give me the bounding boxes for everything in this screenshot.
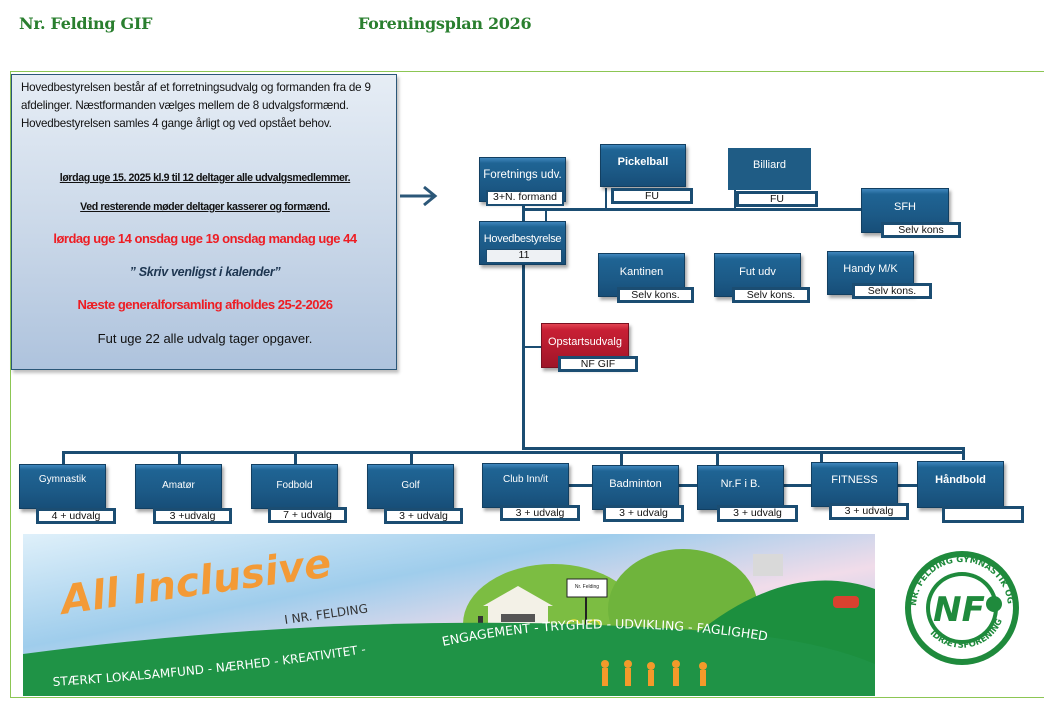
- unit-pickelball[interactable]: Pickelball: [600, 144, 686, 187]
- department-label: Golf: [401, 480, 420, 491]
- unit-tag: 3+N. formand: [486, 190, 564, 206]
- unit-label: Hovedbestyrelse: [483, 233, 562, 245]
- info-line-rest: Ved resterende møder deltager kasserer o…: [80, 201, 330, 213]
- unit-tag: Selv kons.: [852, 283, 932, 299]
- department-fodbold[interactable]: Fodbold: [251, 464, 338, 509]
- unit-label: Opstartsudvalg: [548, 336, 622, 348]
- department-label: Club Inn/it: [502, 474, 549, 485]
- connector-billiard: [734, 188, 736, 210]
- connector-handbold: [962, 447, 965, 460]
- connector-badminton: [620, 451, 623, 465]
- info-paragraph: Hovedbestyrelsen består af et forretning…: [21, 81, 371, 130]
- connector-gymnastik: [62, 451, 65, 465]
- info-line-members: lørdag uge 15. 2025 kl.9 til 12 deltager…: [59, 172, 351, 184]
- department-tag: 3 + udvalg: [603, 505, 684, 522]
- arrow-right-icon: [400, 185, 438, 207]
- department-tag: 3 + udvalg: [717, 505, 798, 522]
- unit-tag: Selv kons.: [732, 287, 810, 303]
- department-tag: 3 + udvalg: [829, 503, 909, 520]
- department-golf[interactable]: Golf: [367, 464, 454, 509]
- unit-label: SFH: [894, 201, 916, 213]
- connector-golf: [410, 451, 413, 465]
- info-line-dates: lørdag uge 14 onsdag uge 19 onsdag manda…: [53, 231, 357, 246]
- department-label: Nr.F i B.: [720, 478, 761, 490]
- connector-pickelball: [605, 188, 607, 210]
- department-club-innit[interactable]: Club Inn/it: [482, 463, 569, 508]
- unit-label: Kantinen: [619, 266, 664, 278]
- department-tag: 3 + udvalg: [384, 508, 463, 524]
- connector-top-horizontal: [522, 208, 866, 211]
- church-icon: [753, 554, 783, 576]
- department-label: Badminton: [609, 478, 662, 490]
- department-handbold[interactable]: Håndbold: [917, 461, 1004, 508]
- department-tag: 7 + udvalg: [268, 507, 347, 523]
- info-box: Hovedbestyrelsen består af et forretning…: [11, 74, 397, 370]
- unit-tag: Selv kons.: [617, 287, 694, 303]
- info-line-calendar: ” Skriv venligst i kalender”: [129, 265, 281, 279]
- department-fitness[interactable]: FITNESS: [811, 462, 898, 507]
- unit-tag: FU: [736, 191, 818, 207]
- department-tag: [942, 506, 1024, 523]
- department-label: Håndbold: [935, 474, 986, 486]
- unit-tag: FU: [611, 188, 693, 204]
- connector-nrfib: [716, 451, 719, 465]
- all-inclusive-banner: Nr. Felding STÆRKT LOKALSAMFUND - NÆRHED…: [23, 534, 875, 696]
- connector-amator: [178, 451, 181, 465]
- banner-illustration: Nr. Felding STÆRKT LOKALSAMFUND - NÆRHED…: [23, 534, 875, 696]
- plan-title: Foreningsplan 2026: [358, 14, 532, 33]
- club-name: Nr. Felding GIF: [19, 14, 153, 33]
- club-logo: NR. FELDING GYMNASTIK OG IDRÆTSFORENING …: [902, 548, 1022, 668]
- town-sign-text: Nr. Felding: [575, 584, 599, 590]
- department-tag: 3 +udvalg: [153, 508, 232, 524]
- unit-label: Handy M/K: [843, 263, 898, 275]
- children-figures-icon: [601, 660, 707, 686]
- info-line-general: Næste generalforsamling afholdes 25-2-20…: [77, 297, 334, 312]
- frame-line-bottom: [10, 697, 1044, 698]
- info-line-fut: Fut uge 22 alle udvalg tager opgaver.: [97, 331, 313, 346]
- department-label: Amatør: [162, 480, 195, 491]
- unit-tag: Selv kons: [881, 222, 961, 238]
- svg-text:NF: NF: [933, 590, 985, 630]
- club-seal-icon: NR. FELDING GYMNASTIK OG IDRÆTSFORENING …: [905, 551, 1019, 665]
- frame-line-left: [10, 71, 11, 698]
- unit-label: Billiard: [752, 159, 786, 171]
- connector-board: [545, 208, 547, 222]
- unit-label: Foretnings udv.: [483, 169, 562, 181]
- department-amator[interactable]: Amatør: [135, 464, 222, 509]
- department-gymnastik[interactable]: Gymnastik: [19, 464, 106, 509]
- unit-label: Fut udv: [739, 266, 776, 278]
- department-badminton[interactable]: Badminton: [592, 465, 679, 510]
- connector-fodbold: [294, 451, 297, 465]
- unit-tag: 11: [486, 249, 562, 263]
- car-icon: [833, 596, 859, 608]
- connector-fitness: [820, 451, 823, 463]
- connector-startup: [525, 346, 543, 348]
- unit-tag: NF GIF: [558, 356, 638, 372]
- department-label: Gymnastik: [38, 474, 87, 485]
- department-nrfib[interactable]: Nr.F i B.: [697, 465, 784, 510]
- connector-main-vertical: [522, 205, 525, 449]
- frame-line-top: [10, 71, 1044, 72]
- department-label: FITNESS: [831, 474, 878, 486]
- department-tag: 3 + udvalg: [500, 505, 580, 521]
- unit-label: Pickelball: [617, 156, 669, 168]
- department-label: Fodbold: [276, 480, 313, 491]
- department-tag: 4 + udvalg: [36, 508, 116, 524]
- connector-departments-horizontal: [62, 451, 964, 454]
- connector-departments-upper: [522, 447, 964, 450]
- green-band: [23, 622, 875, 696]
- unit-billiard[interactable]: Billiard: [728, 148, 811, 190]
